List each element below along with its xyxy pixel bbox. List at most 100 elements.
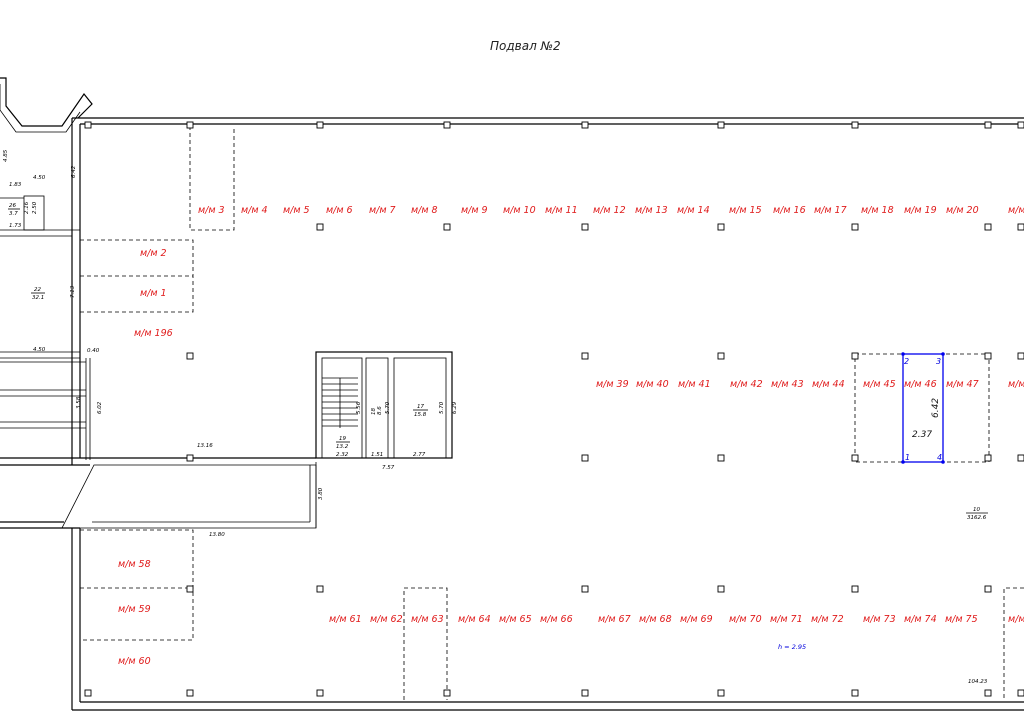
parking-label: м/м 2	[140, 248, 167, 259]
dimension: 0.40	[87, 348, 100, 354]
parking-label: м/м 46	[904, 379, 937, 390]
parking-label: м/м	[1008, 205, 1024, 216]
vertex-marker	[941, 352, 945, 356]
dimension: 4.50	[33, 175, 46, 181]
dimension: 3.80	[318, 487, 324, 500]
room-area: 3162.6	[967, 515, 987, 521]
height-note: h = 2.95	[778, 643, 806, 651]
parking-label: м/м 63	[411, 614, 444, 625]
dimension: 4.50	[33, 347, 46, 353]
parking-label: м/м	[1008, 379, 1024, 390]
parking-label: м/м 66	[540, 614, 573, 625]
parking-label: м/м 70	[729, 614, 762, 625]
room-number: 19	[339, 436, 346, 442]
parking-label: м/м 68	[639, 614, 672, 625]
parking-label: м/м 71	[770, 614, 803, 625]
vertex-label: 4	[937, 453, 942, 462]
dimension: 5.70	[385, 401, 391, 414]
dimension: 5.56	[356, 401, 362, 414]
room-number: 26	[9, 203, 16, 209]
parking-label: м/м 75	[945, 614, 978, 625]
columns	[84, 121, 1024, 697]
dimension: 2.77	[413, 452, 426, 458]
parking-label: м/м 47	[946, 379, 979, 390]
dimension: 6.02	[97, 401, 103, 414]
outer-walls	[0, 117, 1024, 711]
parking-label: м/м 14	[677, 205, 710, 216]
dimension: 1.51	[371, 452, 383, 458]
selected-spot-outline	[902, 353, 944, 463]
parking-label: м/м 72	[811, 614, 844, 625]
parking-label: м/м 59	[118, 604, 151, 615]
parking-label: м/м 65	[499, 614, 532, 625]
room-area: 15.8	[414, 412, 427, 418]
parking-label: м/м 45	[863, 379, 896, 390]
parking-label: м/м 62	[370, 614, 403, 625]
vertex-label: 3	[936, 357, 941, 366]
parking-label: м/м 1	[140, 288, 167, 299]
spots-mid: м/м 39 м/м 40 м/м 41 м/м 42 м/м 43 м/м 4…	[596, 379, 1024, 390]
dimension: 6.29	[452, 401, 458, 414]
parking-label: м/м 8	[411, 205, 438, 216]
dimension: 4.85	[3, 149, 9, 162]
parking-label: м/м 64	[458, 614, 491, 625]
vertex-marker	[941, 460, 945, 464]
dimension: 2.50	[32, 201, 38, 214]
parking-label: м/м 67	[598, 614, 631, 625]
parking-label: м/м 17	[814, 205, 847, 216]
parking-label: м/м 6	[326, 205, 353, 216]
parking-label: м/м 43	[771, 379, 804, 390]
stair-protrusion	[0, 77, 93, 133]
vertex-marker	[901, 352, 905, 356]
selected-spot: 2 3 1 4 2.37 6.42	[901, 352, 945, 464]
parking-label: м/м 58	[118, 559, 151, 570]
room-number: 10	[973, 507, 980, 513]
spots-bottom-left: м/м 58 м/м 59 м/м 60	[118, 559, 151, 667]
dimension: 7.57	[382, 465, 395, 471]
dimension: 13.16	[197, 443, 213, 449]
parking-label: м/м 74	[904, 614, 937, 625]
parking-label: м/м 41	[678, 379, 711, 390]
room-number: 18	[371, 408, 377, 415]
parking-label: м/м 13	[635, 205, 668, 216]
spots-left: м/м 2 м/м 1 м/м 196	[134, 248, 173, 339]
dimension: 5.70	[439, 401, 445, 414]
parking-label: м/м 73	[863, 614, 896, 625]
room-area: 8.6	[377, 406, 383, 415]
spots-top: м/м 3 м/м 4 м/м 5 м/м 6 м/м 7 м/м 8 м/м …	[198, 205, 1024, 216]
room-number: 22	[34, 287, 41, 293]
dimension: 3.58	[76, 396, 82, 409]
core-block	[315, 351, 453, 459]
parking-label: м/м 42	[730, 379, 763, 390]
dimension: 13.80	[209, 532, 225, 538]
parking-label: м/м 7	[369, 205, 396, 216]
room-area: 32.1	[32, 295, 44, 301]
dimension: 6.42	[71, 165, 77, 178]
dimension: 1.73	[9, 223, 22, 229]
selected-length: 6.42	[931, 398, 941, 418]
dimension: 2.32	[336, 452, 349, 458]
parking-label: м/м 12	[593, 205, 626, 216]
vertex-label: 1	[905, 453, 910, 462]
dimension-labels: 4.85 4.50 6.42 1.83 2.16 2.50 1.73 7.13 …	[3, 149, 988, 685]
left-rooms	[0, 195, 317, 529]
spots-bottom: м/м 61 м/м 62 м/м 63 м/м 64 м/м 65 м/м 6…	[329, 614, 1024, 625]
parking-label: м/м 3	[198, 205, 225, 216]
parking-label: м/м 16	[773, 205, 806, 216]
parking-label: м/м 44	[812, 379, 845, 390]
parking-label: м/м	[1008, 614, 1024, 625]
dimension: 104.23	[968, 679, 988, 685]
parking-label: м/м 20	[946, 205, 979, 216]
dimension: 2.16	[24, 201, 30, 214]
parking-label: м/м 5	[283, 205, 310, 216]
parking-label: м/м 19	[904, 205, 937, 216]
vertex-label: 2	[904, 357, 909, 366]
dimension: 1.83	[9, 182, 22, 188]
room-area: 3.7	[9, 211, 18, 217]
parking-label: м/м 4	[241, 205, 268, 216]
dimension: 7.13	[70, 285, 76, 298]
parking-label: м/м 15	[729, 205, 762, 216]
room-area: 13.2	[336, 444, 349, 450]
room-labels: 26 3.7 22 32.1 19 13.2 18 8.6 17 15.8 10…	[8, 203, 988, 521]
